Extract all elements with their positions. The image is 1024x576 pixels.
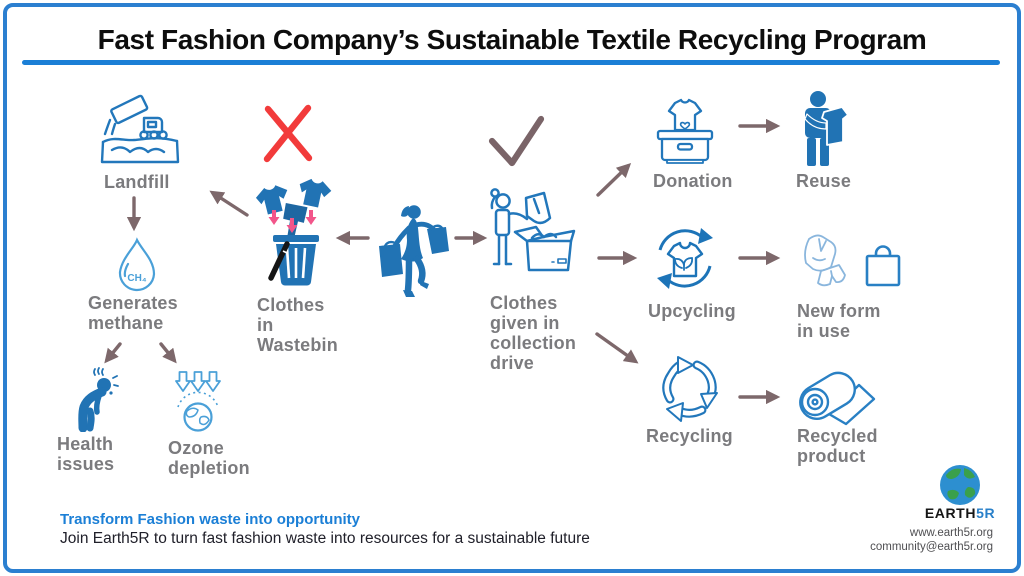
clothes-in-wastebin-icon <box>256 178 332 286</box>
page-title: Fast Fashion Company’s Sustainable Texti… <box>97 24 927 55</box>
arrow-collection-to-recycling <box>595 332 639 364</box>
label-line: Ozone <box>168 438 225 458</box>
health-issues-icon <box>78 367 119 432</box>
label-landfill: Landfill <box>104 172 170 192</box>
label-line: Health <box>57 434 114 454</box>
donation-box-icon <box>656 98 714 164</box>
label-reuse: Reuse <box>796 171 851 191</box>
arrow-methane-to-health <box>104 342 122 364</box>
brand-email[interactable]: community@earth5r.org <box>870 540 993 553</box>
label-line: Donation <box>653 171 733 191</box>
label-line: Upcycling <box>648 301 736 321</box>
brand-name-black: EARTH <box>924 505 977 521</box>
earth5r-globe-logo <box>940 465 980 505</box>
methane-flame-icon: CH₄ <box>118 237 156 292</box>
brand-name-blue: 5R <box>976 505 996 521</box>
label-donation: Donation <box>653 171 733 191</box>
label-line: Clothes <box>490 293 558 313</box>
label-line: in use <box>797 321 851 341</box>
brand-website[interactable]: www.earth5r.org <box>909 527 993 539</box>
label-clothes-collection: Clothes given in collection drive <box>490 293 576 373</box>
arrow-methane-to-ozone <box>159 342 177 364</box>
shopper-icon <box>379 205 449 297</box>
label-line: depletion <box>168 458 250 478</box>
label-line: methane <box>88 313 164 333</box>
label-line: collection <box>490 333 577 353</box>
ozone-depletion-icon <box>175 371 221 432</box>
label-line: given in <box>490 313 560 333</box>
label-new-form: New form in use <box>797 301 881 341</box>
label-line: Generates <box>88 293 178 313</box>
reject-x-mark <box>263 104 313 163</box>
label-line: Recycled <box>797 426 878 446</box>
label-generates-methane: Generates methane <box>88 293 178 333</box>
label-line: issues <box>57 454 115 474</box>
label-line: in <box>257 315 274 335</box>
footer-headline: Transform Fashion waste into opportunity <box>60 511 361 528</box>
label-line: drive <box>490 353 535 373</box>
label-line: Clothes <box>257 295 325 315</box>
recycling-icon <box>662 356 718 422</box>
label-upcycling: Upcycling <box>648 301 736 321</box>
label-recycling: Recycling <box>646 426 733 446</box>
label-line: Reuse <box>796 171 852 191</box>
label-line: product <box>797 446 866 466</box>
brand-contacts: www.earth5r.org community@earth5r.org <box>870 527 993 554</box>
arrow-collection-to-donation <box>596 163 632 197</box>
recycled-product-icon <box>799 371 876 426</box>
label-line: New form <box>797 301 881 321</box>
label-ozone-depletion: Ozone depletion <box>168 438 250 478</box>
label-line: Wastebin <box>257 335 338 355</box>
methane-formula: CH₄ <box>127 273 146 284</box>
footer-subline: Join Earth5R to turn fast fashion waste … <box>60 530 590 547</box>
label-clothes-in-wastebin: Clothes in Wastebin <box>257 295 338 355</box>
earth5r-wordmark: EARTH5R <box>918 505 1002 521</box>
label-line: Landfill <box>104 172 170 192</box>
new-form-clothes-icon <box>804 234 846 287</box>
upcycling-icon <box>657 228 713 289</box>
collection-drive-icon <box>490 188 576 272</box>
reuse-person-icon <box>804 91 849 166</box>
new-form-bag-icon <box>865 245 901 287</box>
label-health-issues: Health issues <box>57 434 114 474</box>
accept-check-mark <box>488 115 545 167</box>
label-line: Recycling <box>646 426 733 446</box>
title-underline <box>22 60 1000 65</box>
landfill-icon <box>100 94 180 164</box>
arrow-wastebin-to-landfill <box>209 190 249 217</box>
label-recycled-product: Recycled product <box>797 426 878 466</box>
